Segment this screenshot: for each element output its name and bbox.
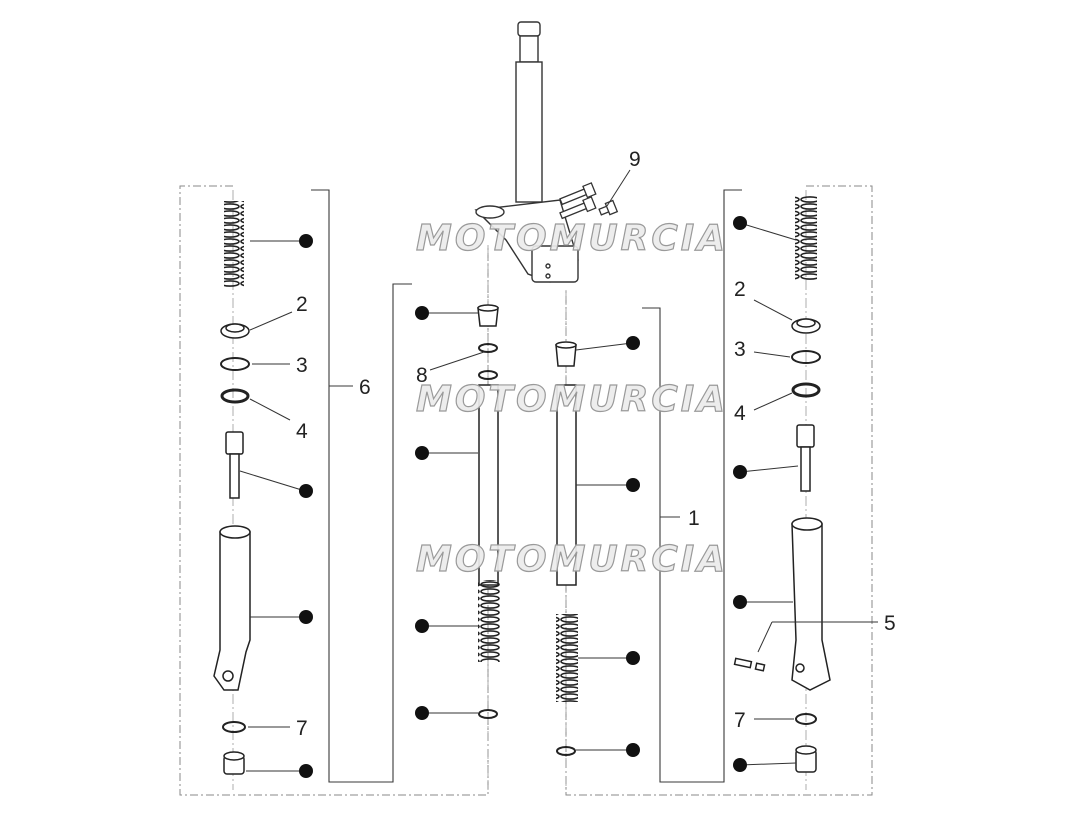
- clip-bottom-left: [478, 709, 498, 719]
- right-assembly-frame: [565, 185, 873, 796]
- left-spring: [224, 201, 244, 287]
- spring-centre-left: [478, 580, 500, 662]
- group-brackets: [311, 189, 742, 783]
- left-ring-4: [220, 388, 250, 404]
- left-oring-3: [220, 357, 250, 371]
- watermark-text: MOTOMURCIA: [415, 538, 729, 580]
- pinch-bolt-5: [733, 657, 766, 672]
- left-circlip-7: [222, 721, 246, 733]
- right-ring-4: [791, 382, 821, 398]
- centre-left-parts: [477, 304, 500, 719]
- watermark-text: MOTOMURCIA: [415, 217, 729, 259]
- watermark-top: MOTOMURCIA: [401, 217, 726, 259]
- clip-8: [478, 343, 498, 353]
- watermark-middle: MOTOMURCIA: [401, 378, 726, 420]
- callout-5: 5: [884, 612, 896, 635]
- callout-1: 1: [688, 507, 700, 530]
- watermark-text: MOTOMURCIA: [415, 378, 729, 420]
- right-damper-rod: [796, 424, 815, 492]
- clamp-bolts: [559, 182, 619, 220]
- callout-6: 6: [359, 376, 371, 399]
- callout-7-left: 7: [296, 717, 308, 740]
- callout-dots: [299, 216, 747, 778]
- bushing-top-a: [477, 304, 499, 327]
- centre-right-parts: [555, 341, 578, 756]
- watermark-flag-yellow: [403, 382, 409, 416]
- axis-lines: [232, 190, 807, 790]
- callout-8: 8: [416, 364, 428, 387]
- right-circlip-7: [795, 713, 817, 725]
- callout-2-left: 2: [296, 293, 308, 316]
- callout-7-right: 7: [734, 709, 746, 732]
- right-fork-parts: [733, 196, 831, 773]
- right-oring-3: [791, 350, 821, 364]
- watermark-flag-blue: [405, 542, 411, 576]
- callout-3-left: 3: [296, 354, 308, 377]
- steering-stem: [474, 21, 579, 283]
- left-seal-2: [220, 323, 250, 339]
- callout-4-left: 4: [296, 420, 308, 443]
- left-bottom-bolt: [223, 751, 245, 775]
- right-spring: [795, 196, 817, 280]
- right-bottom-bolt: [795, 745, 817, 773]
- callout-9: 9: [629, 148, 641, 171]
- callout-numbers: 9 2 3 4 6 7 8 1 2 3 4 5 7: [296, 148, 896, 740]
- watermark-bottom: MOTOMURCIA: [401, 538, 726, 580]
- right-slider: [791, 523, 831, 691]
- left-fork-parts: [213, 201, 251, 775]
- watermark-flag-yellow: [403, 542, 409, 576]
- left-damper-rod: [225, 431, 244, 499]
- callout-3-right: 3: [734, 338, 746, 361]
- callout-4-right: 4: [734, 402, 746, 425]
- clip-bottom-right: [556, 746, 576, 756]
- watermark-flag-blue: [405, 221, 411, 255]
- right-seal-2: [791, 318, 821, 334]
- callout-2-right: 2: [734, 278, 746, 301]
- spring-centre-right: [556, 614, 578, 702]
- leader-lines: [239, 169, 878, 772]
- left-slider: [213, 531, 251, 691]
- bushing-top-b: [555, 341, 577, 367]
- watermark-flag-blue: [405, 382, 411, 416]
- watermark-flag-yellow: [403, 221, 409, 255]
